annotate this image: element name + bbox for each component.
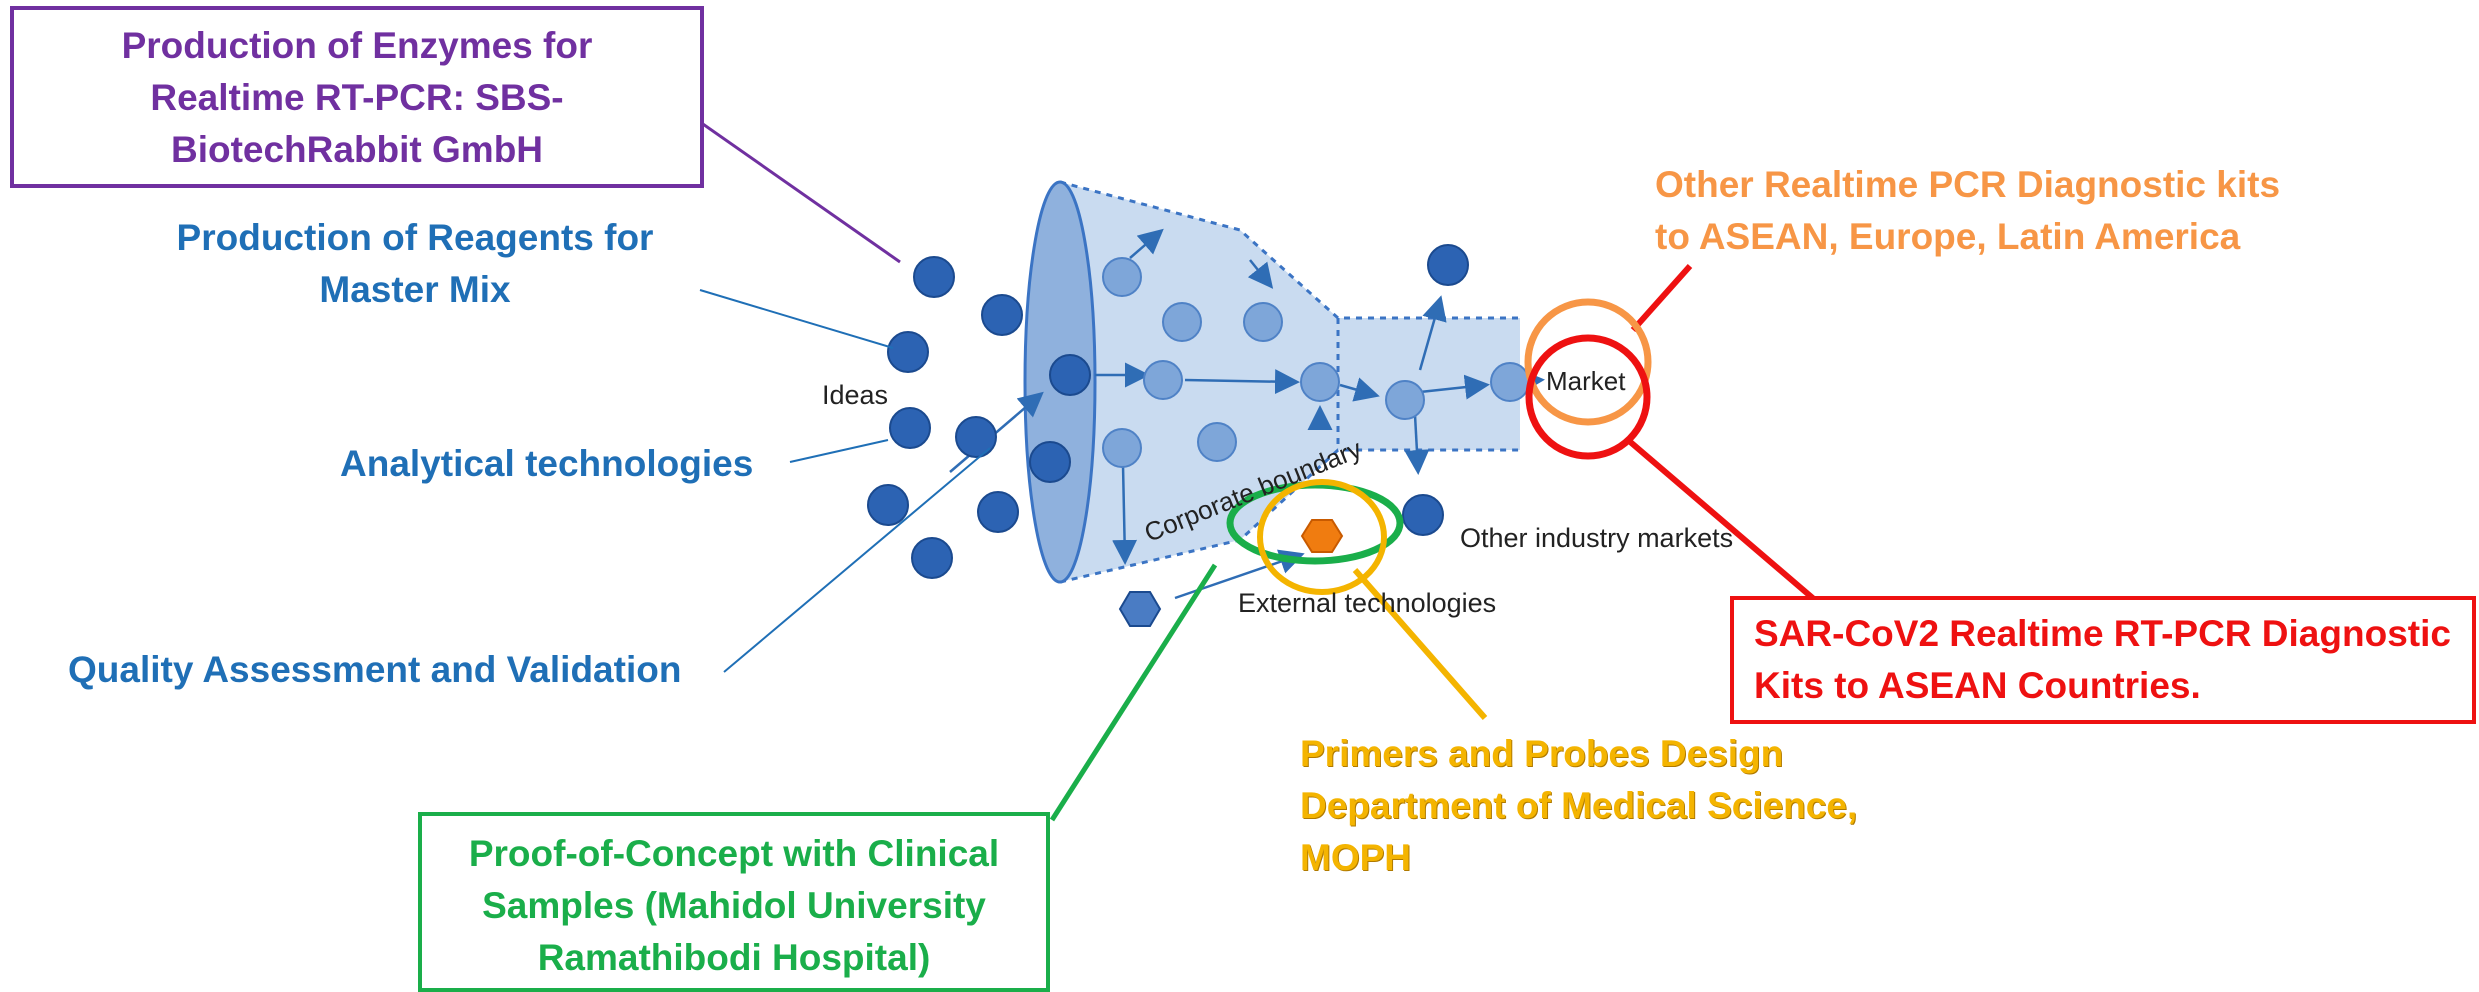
idea-nodes <box>867 244 1469 579</box>
enzymes-line-1: Production of Enzymes for <box>121 25 593 66</box>
quality-assessment-label: Quality Assessment and Validation <box>68 649 682 690</box>
reagents-line-1: Production of Reagents for <box>176 217 654 258</box>
primers-line-1: Primers and Probes Design <box>1300 733 1784 774</box>
other-kits-label: Other Realtime PCR Diagnostic kits to AS… <box>1655 159 2280 263</box>
market-label: Market <box>1546 366 1626 396</box>
other-kits-line-2: to ASEAN, Europe, Latin America <box>1655 216 2241 257</box>
enzymes-callout-box: Production of Enzymes for Realtime RT-PC… <box>10 6 704 188</box>
yellow-highlight-ring <box>1257 479 1387 595</box>
funnel-internal-nodes <box>1102 257 1530 468</box>
sars-kits-line-2: Kits to ASEAN Countries. <box>1754 665 2201 706</box>
proof-line-1: Proof-of-Concept with Clinical <box>468 833 1000 874</box>
reagents-label: Production of Reagents for Master Mix <box>150 212 680 316</box>
other-industry-markets-label: Other industry markets <box>1460 523 1734 553</box>
orange-highlight-ring <box>1524 298 1652 426</box>
red-highlight-ring <box>1525 334 1651 460</box>
primers-line-3: MOPH <box>1300 837 1411 878</box>
ideas-label: Ideas <box>822 380 889 410</box>
enzymes-line-3: BiotechRabbit GmbH <box>170 129 544 170</box>
proof-line-3: Ramathibodi Hospital) <box>537 937 931 978</box>
external-technologies-label: External technologies <box>1238 588 1497 618</box>
enzymes-line-2: Realtime RT-PCR: SBS- <box>150 77 564 118</box>
analytical-technologies-label: Analytical technologies <box>340 443 754 484</box>
proof-of-concept-callout-box: Proof-of-Concept with Clinical Samples (… <box>418 812 1050 992</box>
sars-kits-callout-box: SAR-CoV2 Realtime RT-PCR Diagnostic Kits… <box>1730 596 2476 724</box>
callout-connectors <box>699 120 1817 822</box>
sars-kits-line-1: SAR-CoV2 Realtime RT-PCR Diagnostic <box>1754 613 2451 654</box>
other-kits-line-1: Other Realtime PCR Diagnostic kits <box>1655 164 2281 205</box>
reagents-line-2: Master Mix <box>319 269 511 310</box>
external-technology-hexagon <box>1118 591 1162 627</box>
primers-label: Primers and Probes Design Department of … <box>1300 728 1857 884</box>
primers-line-2: Department of Medical Science, <box>1300 785 1858 826</box>
highlighted-technology-hexagon <box>1300 519 1344 553</box>
proof-line-2: Samples (Mahidol University <box>482 885 986 926</box>
